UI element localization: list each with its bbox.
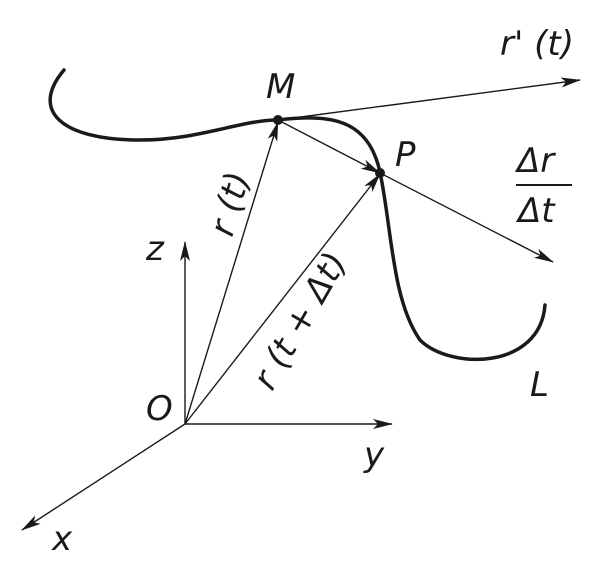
label-derivative: r' (t) (500, 24, 574, 64)
label-axis-z: z (145, 229, 165, 269)
label-r-t: r (t) (202, 167, 258, 240)
label-delta-t: Δt (515, 191, 556, 231)
label-axis-y: y (363, 435, 385, 475)
vector-r-t (184, 121, 279, 425)
label-point-p: P (395, 135, 416, 175)
label-r-t-dt: r (t + Δt) (245, 245, 355, 396)
curve-l (48, 68, 547, 362)
label-axis-x: x (51, 519, 73, 559)
label-delta-r: Δr (514, 141, 556, 181)
point-m-dot (273, 115, 283, 125)
label-curve-l: L (530, 365, 549, 405)
delta-ratio-vector (379, 172, 554, 263)
label-point-m: M (266, 67, 295, 107)
secant-vector (277, 119, 381, 174)
tangent-vector (277, 77, 581, 121)
x-axis (21, 423, 186, 531)
label-origin: O (146, 389, 173, 429)
point-p-dot (375, 168, 385, 178)
vector-r-t-dt (184, 173, 381, 425)
